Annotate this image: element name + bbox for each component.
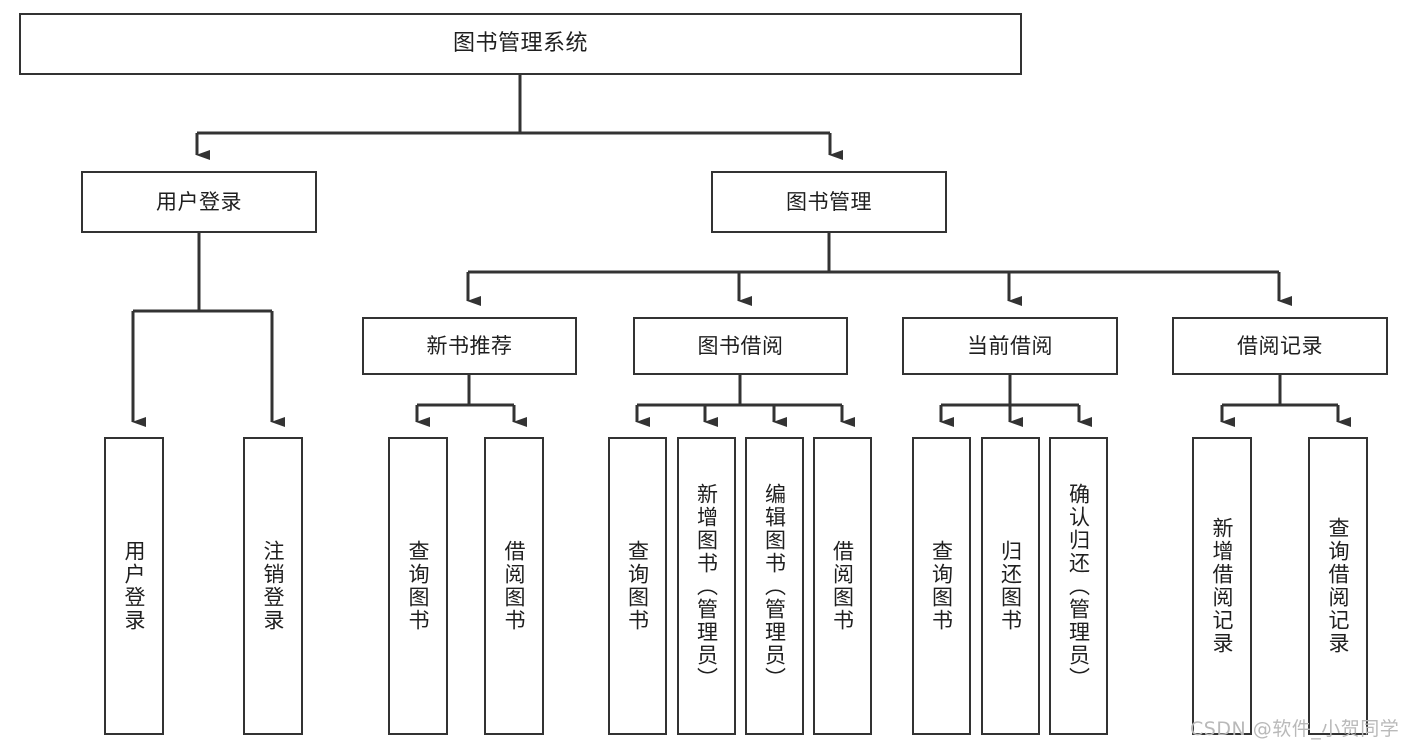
node-book-management-label: 图书管理 bbox=[786, 189, 872, 214]
node-user-login[interactable]: 用户登录 bbox=[81, 171, 317, 233]
node-book-borrow-label: 图书借阅 bbox=[697, 333, 784, 358]
leaf-user-login-label: 用户登录 bbox=[122, 540, 147, 632]
csdn-watermark: CSDN @软件_小贺同学 bbox=[1190, 718, 1400, 740]
leaf-confirm-return-admin-label: 确认归还（管理员） bbox=[1066, 482, 1091, 690]
leaf-edit-book-admin-label: 编辑图书（管理员） bbox=[762, 482, 787, 690]
leaf-confirm-return-admin[interactable]: 确认归还（管理员） bbox=[1049, 437, 1108, 735]
leaf-add-borrow-record[interactable]: 新增借阅记录 bbox=[1192, 437, 1252, 735]
node-book-borrow[interactable]: 图书借阅 bbox=[633, 317, 848, 375]
leaf-user-login[interactable]: 用户登录 bbox=[104, 437, 164, 735]
leaf-logout-label: 注销登录 bbox=[261, 540, 286, 632]
leaf-query-book-recommend[interactable]: 查询图书 bbox=[388, 437, 448, 735]
node-borrow-record[interactable]: 借阅记录 bbox=[1172, 317, 1388, 375]
leaf-borrow-book-recommend[interactable]: 借阅图书 bbox=[484, 437, 544, 735]
node-root[interactable]: 图书管理系统 bbox=[19, 13, 1022, 75]
node-borrow-record-label: 借阅记录 bbox=[1237, 333, 1323, 358]
leaf-query-book-current[interactable]: 查询图书 bbox=[912, 437, 971, 735]
node-root-label: 图书管理系统 bbox=[452, 31, 588, 57]
leaf-borrow-book-label: 借阅图书 bbox=[830, 540, 855, 632]
leaf-query-borrow-record[interactable]: 查询借阅记录 bbox=[1308, 437, 1368, 735]
node-current-borrow[interactable]: 当前借阅 bbox=[902, 317, 1118, 375]
leaf-query-book-borrow[interactable]: 查询图书 bbox=[608, 437, 667, 735]
leaf-edit-book-admin[interactable]: 编辑图书（管理员） bbox=[745, 437, 804, 735]
leaf-add-borrow-record-label: 新增借阅记录 bbox=[1210, 517, 1235, 655]
leaf-logout[interactable]: 注销登录 bbox=[243, 437, 303, 735]
leaf-return-book-label: 归还图书 bbox=[998, 540, 1023, 632]
node-new-book-recommend[interactable]: 新书推荐 bbox=[362, 317, 577, 375]
leaf-return-book[interactable]: 归还图书 bbox=[981, 437, 1040, 735]
node-user-login-label: 用户登录 bbox=[156, 189, 242, 214]
node-current-borrow-label: 当前借阅 bbox=[967, 333, 1053, 358]
leaf-borrow-book-recommend-label: 借阅图书 bbox=[502, 540, 527, 632]
leaf-add-book-admin[interactable]: 新增图书（管理员） bbox=[677, 437, 736, 735]
leaf-query-book-recommend-label: 查询图书 bbox=[406, 540, 431, 632]
leaf-query-borrow-record-label: 查询借阅记录 bbox=[1326, 517, 1351, 655]
leaf-query-book-borrow-label: 查询图书 bbox=[625, 540, 650, 632]
node-new-book-recommend-label: 新书推荐 bbox=[426, 333, 513, 358]
node-book-management[interactable]: 图书管理 bbox=[711, 171, 947, 233]
leaf-add-book-admin-label: 新增图书（管理员） bbox=[694, 482, 719, 690]
leaf-borrow-book[interactable]: 借阅图书 bbox=[813, 437, 872, 735]
leaf-query-book-current-label: 查询图书 bbox=[929, 540, 954, 632]
